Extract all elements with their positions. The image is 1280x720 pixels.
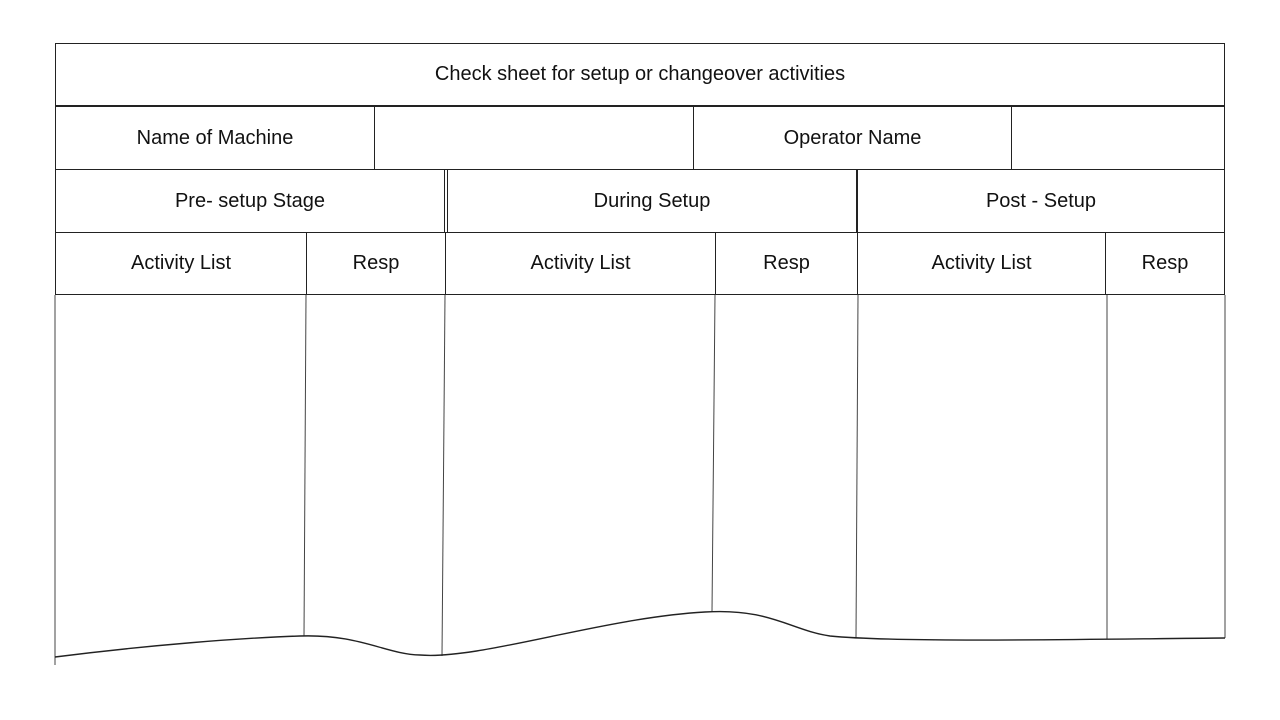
stage-post-setup: Post - Setup — [857, 169, 1225, 233]
operator-name-label: Operator Name — [693, 106, 1012, 170]
col-line-4 — [855, 294, 859, 639]
post-resp-header: Resp — [1105, 232, 1225, 295]
col-line-2 — [441, 294, 446, 657]
machine-name-label: Name of Machine — [55, 106, 375, 170]
stage-pre-setup: Pre- setup Stage — [55, 169, 445, 233]
machine-name-field[interactable] — [374, 106, 694, 170]
torn-bottom-edge — [54, 610, 1226, 658]
col-line-1 — [303, 294, 307, 637]
during-activity-list-header: Activity List — [445, 232, 716, 295]
post-activity-list-header: Activity List — [857, 232, 1106, 295]
operator-name-field[interactable] — [1011, 106, 1225, 170]
stage-during-setup: During Setup — [447, 169, 857, 233]
during-resp-header: Resp — [715, 232, 858, 295]
col-line-3 — [711, 294, 716, 613]
pre-activity-list-header: Activity List — [55, 232, 307, 295]
pre-resp-header: Resp — [306, 232, 446, 295]
sheet-title: Check sheet for setup or changeover acti… — [55, 43, 1225, 106]
